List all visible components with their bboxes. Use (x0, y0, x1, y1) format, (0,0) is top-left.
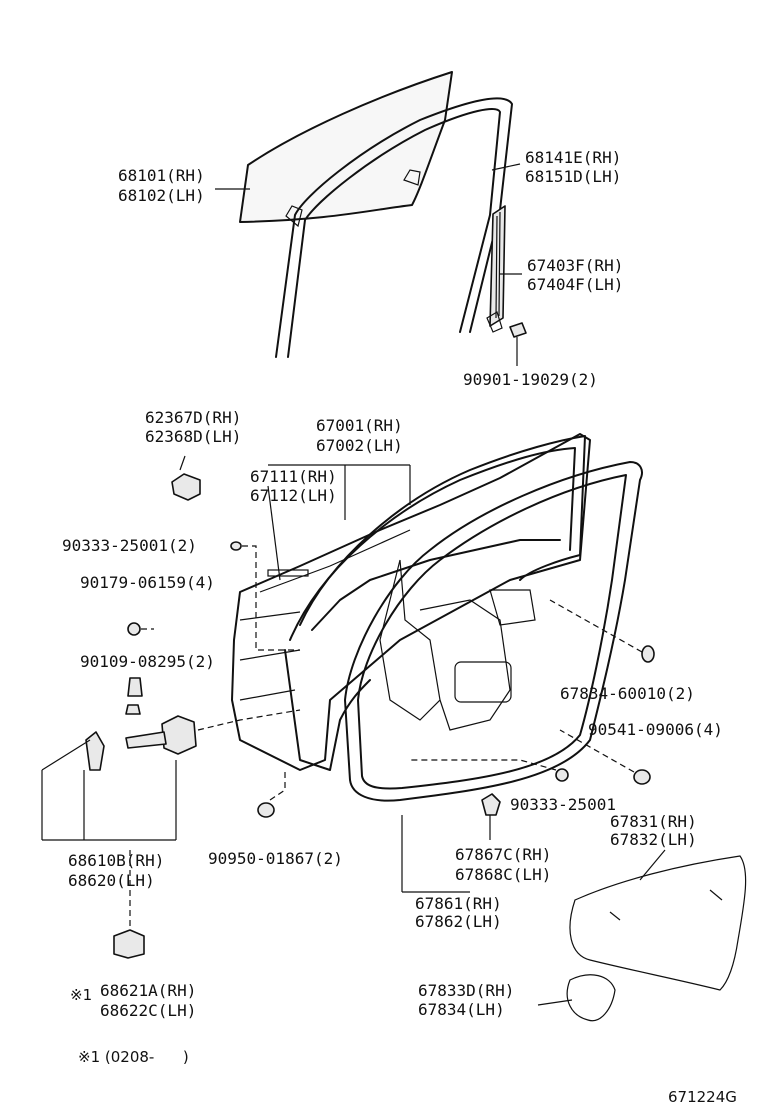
label-door-panel-lh: 67002(LH) (316, 436, 403, 455)
glass-run (275, 97, 513, 358)
service-hole-cover (569, 855, 747, 991)
channel-sub-assy (486, 205, 506, 333)
part-labels: 68101(RH) 68102(LH) 68141E(RH) 68151D(LH… (62, 148, 737, 1106)
plug-icon (230, 541, 300, 651)
label-hinge-cover-lh: 62368D(LH) (145, 427, 241, 446)
label-outer-panel-rh: 67111(RH) (250, 467, 337, 486)
door-check-assy (85, 709, 301, 771)
label-plug-b: 90950-01867(2) (208, 849, 343, 868)
label-outer-panel-lh: 67112(LH) (250, 486, 337, 505)
label-weatherstrip-rh: 67861(RH) (415, 894, 502, 913)
label-bolt-top: 90901-19029(2) (463, 370, 598, 389)
label-glass-rh: 68101(RH) (118, 166, 205, 185)
label-service-cover-lh: 67832(LH) (610, 830, 697, 849)
label-glass-lh: 68102(LH) (118, 186, 205, 205)
door-weatherstrip (344, 461, 643, 802)
label-hinge-cover-rh: 62367D(RH) (145, 408, 241, 427)
label-door-panel-rh: 67001(RH) (316, 416, 403, 435)
hinge-cover-icon (171, 455, 201, 501)
bolt-icon (509, 322, 527, 366)
label-check-assy-rh: 68610B(RH) (68, 851, 164, 870)
label-plug-a: 90333-25001(2) (62, 536, 197, 555)
label-check-cover-lh: 68622C(LH) (100, 1001, 196, 1020)
label-weatherstrip-lh: 67862(LH) (415, 912, 502, 931)
label-check-assy-lh: 68620(LH) (68, 871, 155, 890)
leader-lines (41, 163, 666, 1006)
label-clip-a-lh: 67868C(LH) (455, 865, 551, 884)
hole-plug-icon (549, 599, 655, 663)
label-channel-lh: 67404F(LH) (527, 275, 623, 294)
bolt-icon (127, 622, 154, 636)
label-small-cover-rh: 67833D(RH) (418, 981, 514, 1000)
label-check-cover-rh: 68621A(RH) (100, 981, 196, 1000)
footnote: ※1 (0208- ) (78, 1048, 189, 1066)
label-bolt-b: 90179-06159(4) (80, 573, 215, 592)
label-cover-mark: ※1 (70, 986, 92, 1004)
plug-icon (559, 729, 651, 785)
label-channel-rh: 67403F(RH) (527, 256, 623, 275)
plug-icon (410, 759, 569, 782)
door-glass (239, 71, 453, 228)
small-cover (566, 974, 616, 1022)
label-run-lh: 68151D(LH) (525, 167, 621, 186)
clip-icon (481, 793, 501, 840)
diagram-code: 671224G (668, 1088, 737, 1106)
inner-door-panel (284, 435, 586, 771)
label-plug-d: 90333-25001 (510, 795, 616, 814)
door-check-cover-icon (113, 850, 145, 959)
label-bolt-c: 90109-08295(2) (80, 652, 215, 671)
label-service-cover-rh: 67831(RH) (610, 812, 697, 831)
bolt-icon (125, 677, 143, 715)
plug-icon (257, 770, 286, 818)
label-plug-c: 90541-09006(4) (588, 720, 723, 739)
label-small-cover-lh: 67834(LH) (418, 1000, 505, 1019)
label-clip-a-rh: 67867C(RH) (455, 845, 551, 864)
outer-door-panel (231, 433, 591, 771)
label-run-rh: 68141E(RH) (525, 148, 621, 167)
label-hole-plug: 67834-60010(2) (560, 684, 695, 703)
